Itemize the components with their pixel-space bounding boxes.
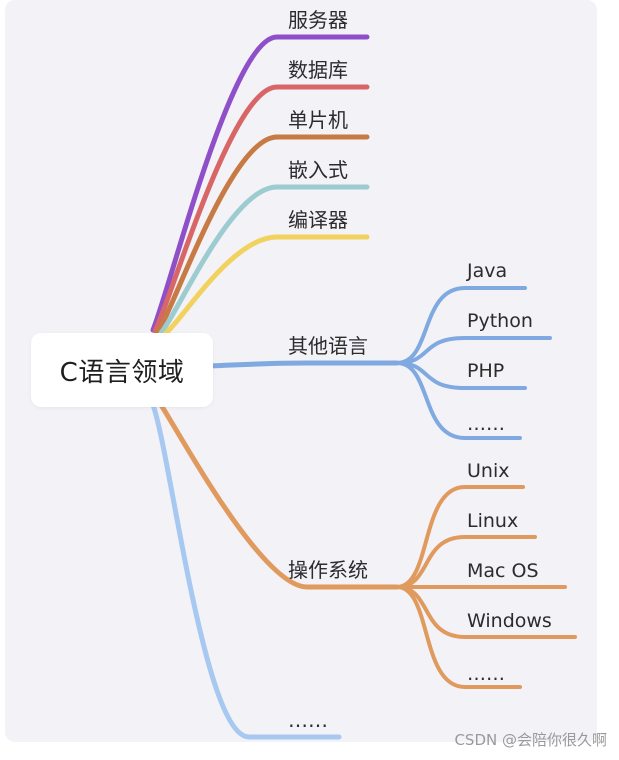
child-label-6-1[interactable]: Linux xyxy=(467,510,518,532)
child-label-6-4[interactable]: …… xyxy=(467,663,505,685)
branch-edge-1 xyxy=(152,84,370,334)
child-label-5-0[interactable]: Java xyxy=(466,260,507,282)
root-node-label: C语言领域 xyxy=(59,357,185,388)
child-label-6-2[interactable]: Mac OS xyxy=(467,560,539,582)
branch-label-2[interactable]: 单片机 xyxy=(288,108,348,132)
child-label-5-3[interactable]: …… xyxy=(467,413,505,435)
branch-edge-0 xyxy=(150,34,370,333)
branch-edge-3 xyxy=(158,184,370,336)
child-edge-5-0 xyxy=(395,286,527,365)
child-label-6-0[interactable]: Unix xyxy=(467,460,509,482)
child-label-5-1[interactable]: Python xyxy=(467,310,533,332)
branch-label-4[interactable]: 编译器 xyxy=(288,208,348,232)
child-label-5-2[interactable]: PHP xyxy=(467,360,504,382)
child-label-6-3[interactable]: Windows xyxy=(467,610,552,632)
branch-label-0[interactable]: 服务器 xyxy=(288,8,348,32)
child-edge-6-0 xyxy=(395,485,525,589)
child-edge-6-1 xyxy=(395,535,537,589)
branch-label-1[interactable]: 数据库 xyxy=(288,58,348,82)
root-node[interactable]: C语言领域 xyxy=(31,333,213,407)
branch-edge-6 xyxy=(158,402,400,590)
branch-label-6[interactable]: 操作系统 xyxy=(288,558,368,582)
branch-label-7[interactable]: …… xyxy=(288,708,328,732)
branch-edge-2 xyxy=(155,134,370,335)
watermark: CSDN @会陪你很久啊 xyxy=(454,731,607,749)
branch-edge-5 xyxy=(205,360,400,369)
branch-label-5[interactable]: 其他语言 xyxy=(288,334,368,358)
child-edge-5-1 xyxy=(395,336,552,365)
child-edge-6-4 xyxy=(395,585,522,689)
branch-label-3[interactable]: 嵌入式 xyxy=(288,158,348,182)
branch-edge-4 xyxy=(162,234,370,337)
child-edge-5-3 xyxy=(395,361,522,440)
branch-edge-7 xyxy=(150,402,342,740)
